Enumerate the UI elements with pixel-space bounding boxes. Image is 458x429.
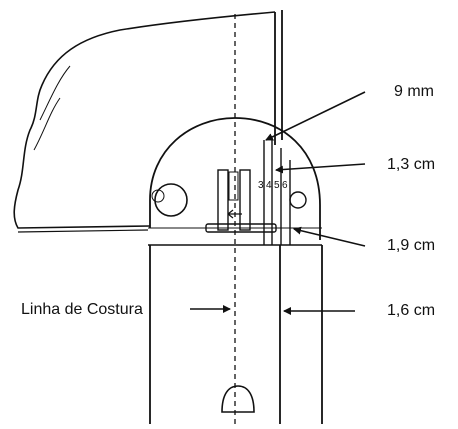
scale-number: 5 [274, 180, 280, 191]
arrow-13cm [275, 163, 366, 174]
label-13cm: 1,3 cm [387, 156, 435, 173]
fabric-fold-line [39, 65, 71, 121]
presser-foot-left-toe [217, 169, 229, 231]
feed-dog-slot [228, 171, 239, 201]
scale-number: 6 [282, 180, 288, 191]
label-16cm: 1,6 cm [387, 302, 435, 319]
scale-number: 4 [266, 180, 272, 191]
plate-screw-right [289, 191, 307, 209]
label-19cm: 1,9 cm [387, 237, 435, 254]
plate-screw-left-inner [151, 189, 165, 203]
label-seam-line: Linha de Costura [21, 301, 143, 318]
arrow-19cm [293, 226, 366, 247]
scale-number: 3 [258, 180, 264, 191]
label-9mm: 9 mm [394, 83, 434, 100]
fabric-piece [13, 11, 276, 229]
fabric-fold-line [33, 97, 61, 151]
arrow-9mm [265, 91, 366, 141]
presser-foot-right-toe [239, 169, 251, 231]
plate-screw-left [154, 183, 188, 217]
bobbin-cover-opening [221, 385, 255, 413]
fabric-edge-under [17, 229, 149, 233]
presser-foot-bar [205, 223, 277, 233]
